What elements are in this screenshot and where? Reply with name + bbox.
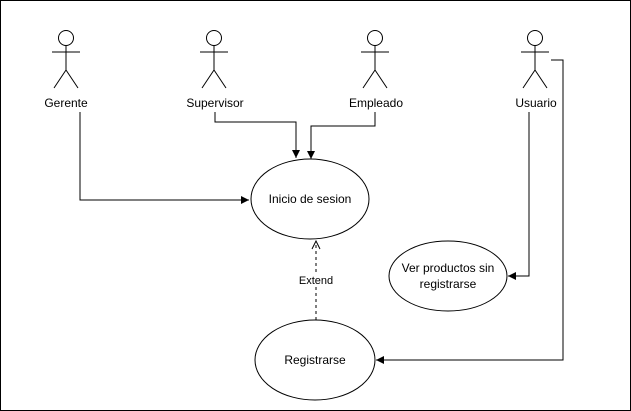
actor-gerente[interactable] <box>52 30 80 89</box>
association-gerente-inicio <box>79 112 249 204</box>
use-case-ver-productos-label-line1: Ver productos sin <box>402 261 495 275</box>
association-supervisor-inicio <box>214 112 300 158</box>
extend-label: Extend <box>299 275 333 287</box>
use-case-ver-productos-label-line2: registrarse <box>420 277 477 291</box>
actor-supervisor[interactable] <box>200 30 228 89</box>
actor-usuario-label: Usuario <box>515 96 557 110</box>
actor-supervisor-label: Supervisor <box>186 96 243 110</box>
actor-empleado[interactable] <box>361 30 389 89</box>
use-case-inicio-sesion-label: Inicio de sesion <box>269 192 352 206</box>
use-case-registrarse-label: Registrarse <box>284 353 346 367</box>
actor-usuario[interactable] <box>521 30 549 89</box>
actor-empleado-label: Empleado <box>349 96 403 110</box>
use-case-ver-productos[interactable] <box>388 240 508 312</box>
association-empleado-inicio <box>307 112 376 159</box>
association-usuario-ver-productos <box>508 112 530 280</box>
use-case-inicio-sesion[interactable] <box>250 158 370 240</box>
association-usuario-registrarse <box>376 59 564 364</box>
use-case-registrarse[interactable] <box>254 319 376 401</box>
extend-label-bg <box>296 272 336 287</box>
actor-gerente-label: Gerente <box>44 96 88 110</box>
